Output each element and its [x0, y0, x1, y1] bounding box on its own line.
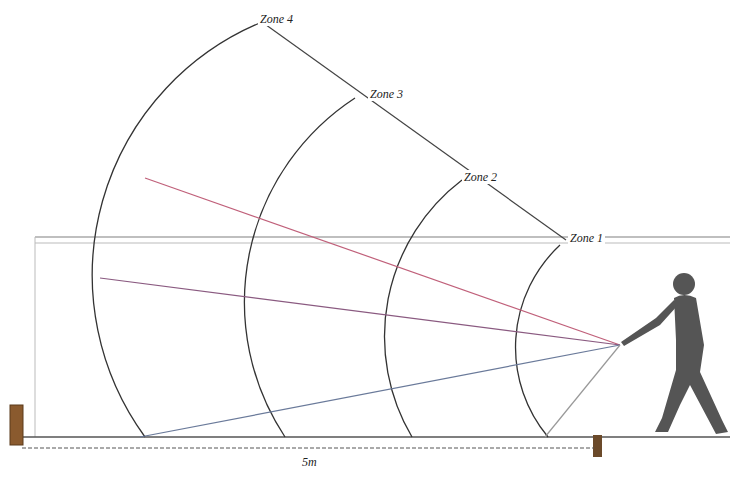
person-figure: [621, 273, 728, 434]
guide-line: [262, 22, 566, 240]
dimension-label: 5m: [300, 455, 319, 469]
zone-arc: [385, 180, 462, 437]
dimension-line: [22, 448, 594, 449]
left-post: [10, 405, 23, 445]
beam-line: [145, 178, 620, 345]
corridor-wall: [35, 243, 730, 244]
corridor-wall: [35, 237, 36, 437]
beam-line: [100, 278, 620, 345]
zone-arc: [92, 22, 262, 437]
beam-line: [545, 345, 620, 437]
zone-label: Zone 2: [462, 170, 499, 184]
right-post: [593, 435, 602, 457]
zone-label: Zone 3: [368, 87, 405, 101]
beam-line: [140, 345, 620, 437]
corridor-wall: [35, 236, 730, 238]
floor-line: [20, 436, 730, 438]
zone-arc: [244, 98, 355, 437]
zone-arc: [516, 245, 560, 437]
zone-label: Zone 4: [258, 12, 295, 26]
zone-label: Zone 1: [568, 231, 605, 245]
